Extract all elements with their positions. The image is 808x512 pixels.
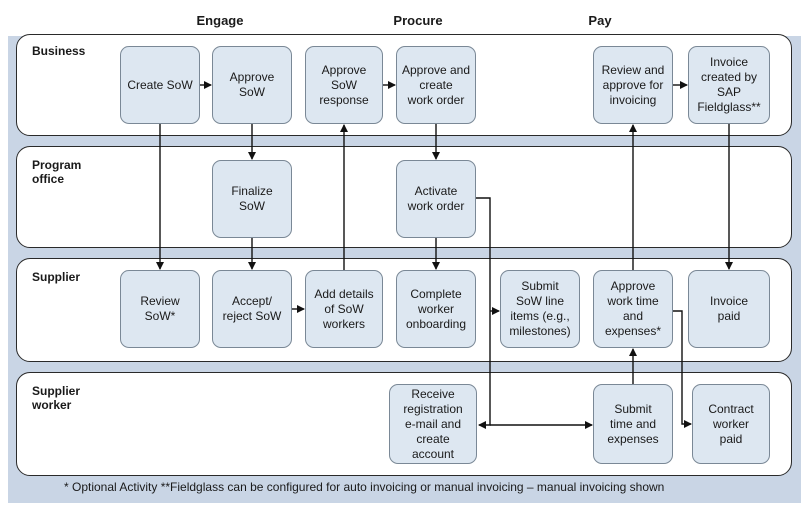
phase-pay: Pay	[588, 13, 612, 28]
lane-label-supplier-worker: Supplier worker	[32, 384, 81, 412]
step-approve-create-work-order-label: Approve and create work order	[401, 62, 471, 107]
step-complete-worker-onboarding-label: Complete worker onboarding	[405, 286, 467, 331]
step-invoice-created: Invoice created by SAP Fieldglass**	[688, 46, 770, 124]
step-receive-registration-label: Receive registration e-mail and create a…	[403, 386, 463, 461]
step-approve-sow-label: Approve SoW	[229, 70, 275, 99]
step-invoice-created-label: Invoice created by SAP Fieldglass**	[697, 55, 761, 114]
step-approve-sow-response: Approve SoW response	[305, 46, 383, 124]
step-finalize-sow: Finalize SoW	[212, 160, 292, 238]
step-submit-sow-line-items-label: Submit SoW line items (e.g., milestones)	[509, 279, 571, 338]
step-add-details-sow-workers-label: Add details of SoW workers	[314, 286, 374, 331]
step-finalize-sow-label: Finalize SoW	[231, 184, 273, 213]
step-accept-reject-sow: Accept/ reject SoW	[212, 270, 292, 348]
phase-engage: Engage	[196, 13, 244, 28]
step-receive-registration: Receive registration e-mail and create a…	[389, 384, 477, 464]
lane-label-program-office: Program office	[32, 158, 82, 186]
step-approve-work-time-expenses-label: Approve work time and expenses*	[604, 279, 662, 338]
lane-label-business: Business	[32, 44, 86, 58]
step-submit-sow-line-items: Submit SoW line items (e.g., milestones)	[500, 270, 580, 348]
step-invoice-paid-label: Invoice paid	[709, 294, 749, 323]
step-invoice-paid: Invoice paid	[688, 270, 770, 348]
step-approve-work-time-expenses: Approve work time and expenses*	[593, 270, 673, 348]
step-create-sow-label: Create SoW	[127, 77, 193, 92]
step-add-details-sow-workers: Add details of SoW workers	[305, 270, 383, 348]
step-submit-time-expenses: Submit time and expenses	[593, 384, 673, 464]
step-complete-worker-onboarding: Complete worker onboarding	[396, 270, 476, 348]
phase-procure: Procure	[393, 13, 443, 28]
step-activate-work-order-label: Activate work order	[407, 184, 465, 213]
step-contract-worker-paid: Contract worker paid	[692, 384, 770, 464]
step-create-sow: Create SoW	[120, 46, 200, 124]
step-accept-reject-sow-label: Accept/ reject SoW	[222, 294, 282, 323]
footnote: * Optional Activity **Fieldglass can be …	[64, 480, 665, 494]
step-review-approve-invoicing-label: Review and approve for invoicing	[601, 62, 665, 107]
step-review-sow: Review SoW*	[120, 270, 200, 348]
step-submit-time-expenses-label: Submit time and expenses	[607, 401, 659, 446]
step-review-approve-invoicing: Review and approve for invoicing	[593, 46, 673, 124]
step-contract-worker-paid-label: Contract worker paid	[708, 401, 754, 446]
step-approve-sow-response-label: Approve SoW response	[319, 62, 369, 107]
step-approve-create-work-order: Approve and create work order	[396, 46, 476, 124]
lane-label-supplier: Supplier	[32, 270, 81, 284]
step-activate-work-order: Activate work order	[396, 160, 476, 238]
step-review-sow-label: Review SoW*	[140, 294, 180, 323]
step-approve-sow: Approve SoW	[212, 46, 292, 124]
